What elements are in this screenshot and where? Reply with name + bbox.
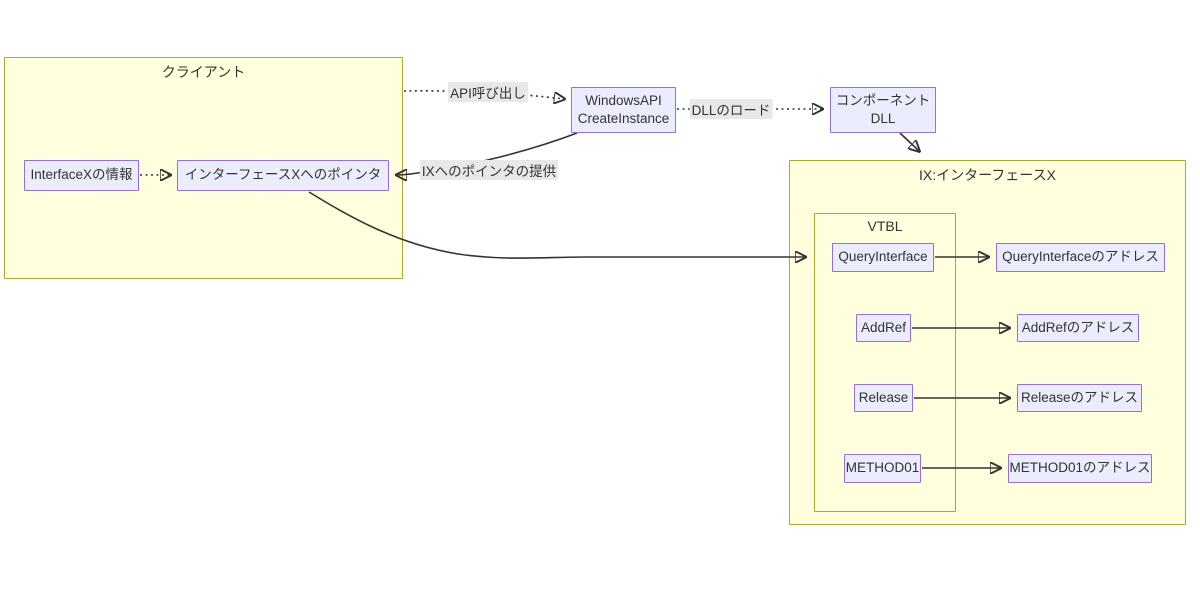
node-method01-label: METHOD01 <box>845 460 920 476</box>
node-release-label: Release <box>858 389 909 405</box>
client-subgraph-title: クライアント <box>161 64 246 80</box>
node-addref-address-label: AddRefのアドレス <box>1021 319 1135 335</box>
node-queryinterface: QueryInterface <box>832 243 934 272</box>
vtbl-subgraph-title: VTBL <box>867 218 903 234</box>
node-queryinterface-label: QueryInterface <box>838 249 928 265</box>
edge-pointer-to-vtbl <box>308 191 805 258</box>
edge-client-to-windowsapi <box>403 90 564 99</box>
edge-label-ix-pointer-provide: IXへのポインタの提供 <box>419 160 559 180</box>
node-method01-address: METHOD01のアドレス <box>1008 454 1152 483</box>
node-component-dll: コンポーネント DLL <box>830 87 936 133</box>
node-component-dll-line1: コンポーネント <box>835 92 931 108</box>
node-windowsapi-line1: WindowsAPI <box>585 92 662 108</box>
node-interfacex-info-label: InterfaceXの情報 <box>30 167 133 183</box>
node-windowsapi-line2: CreateInstance <box>577 111 670 126</box>
node-method01: METHOD01 <box>844 454 921 483</box>
node-addref: AddRef <box>856 314 911 342</box>
node-release-address: Releaseのアドレス <box>1017 384 1142 412</box>
node-interfacex-info: InterfaceXの情報 <box>24 160 139 191</box>
node-release: Release <box>854 384 913 412</box>
node-component-dll-line2: DLL <box>870 111 896 126</box>
node-queryinterface-address-label: QueryInterfaceのアドレス <box>1002 249 1159 265</box>
edge-label-api-call: API呼び出し <box>448 82 528 102</box>
node-queryinterface-address: QueryInterfaceのアドレス <box>996 243 1165 272</box>
ix-subgraph-title: IX:インターフェースX <box>919 167 1056 183</box>
node-windowsapi-createinstance: WindowsAPI CreateInstance <box>571 87 676 133</box>
node-addref-address: AddRefのアドレス <box>1017 314 1139 342</box>
node-method01-address-label: METHOD01のアドレス <box>1009 460 1151 476</box>
edge-label-dll-load: DLLのロード <box>689 99 773 119</box>
node-pointer-to-interfacex-label: インターフェースXへのポインタ <box>184 167 382 183</box>
edge-dll-to-ix <box>899 132 919 151</box>
node-release-address-label: Releaseのアドレス <box>1020 389 1139 405</box>
node-pointer-to-interfacex: インターフェースXへのポインタ <box>177 160 389 191</box>
node-addref-label: AddRef <box>860 319 907 335</box>
